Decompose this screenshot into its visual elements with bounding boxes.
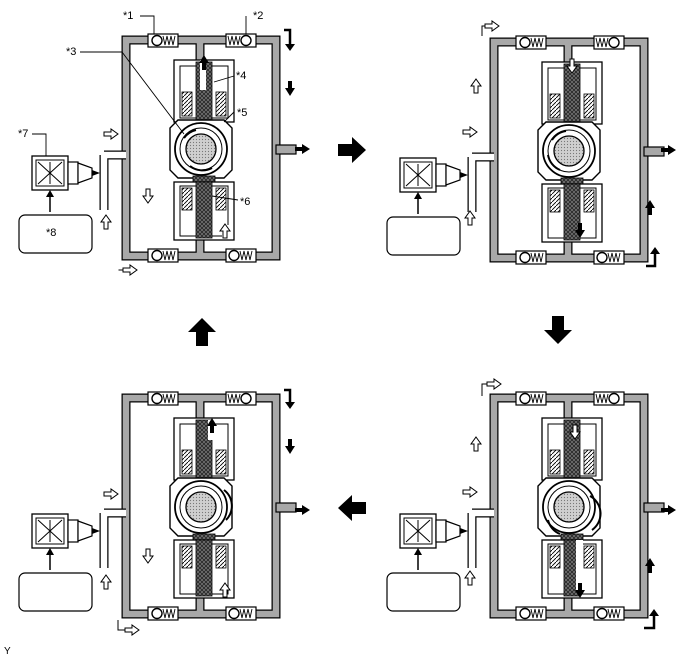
callout-label-3: *3 [66, 46, 76, 58]
pump-panel-3 [19, 390, 310, 636]
callout-label-6: *6 [240, 196, 250, 208]
stage-arrow-down-icon [544, 316, 572, 344]
figure-code: Y [4, 646, 11, 657]
pump-panel-1 [19, 28, 310, 276]
callout-label-4: *4 [236, 70, 246, 82]
pump-panel-2 [387, 20, 676, 266]
callout-label-5: *5 [237, 107, 247, 119]
callout-leaders [32, 15, 247, 201]
pump-panel-4 [387, 378, 676, 630]
callout-label-1: *1 [123, 10, 133, 22]
stage-arrow-up-icon [188, 318, 216, 346]
stage-arrow-right-icon [338, 137, 366, 163]
callout-label-7: *7 [18, 128, 28, 140]
callout-label-8: *8 [46, 227, 56, 239]
stage-arrow-left-icon [338, 495, 366, 521]
callout-label-2: *2 [253, 10, 263, 22]
